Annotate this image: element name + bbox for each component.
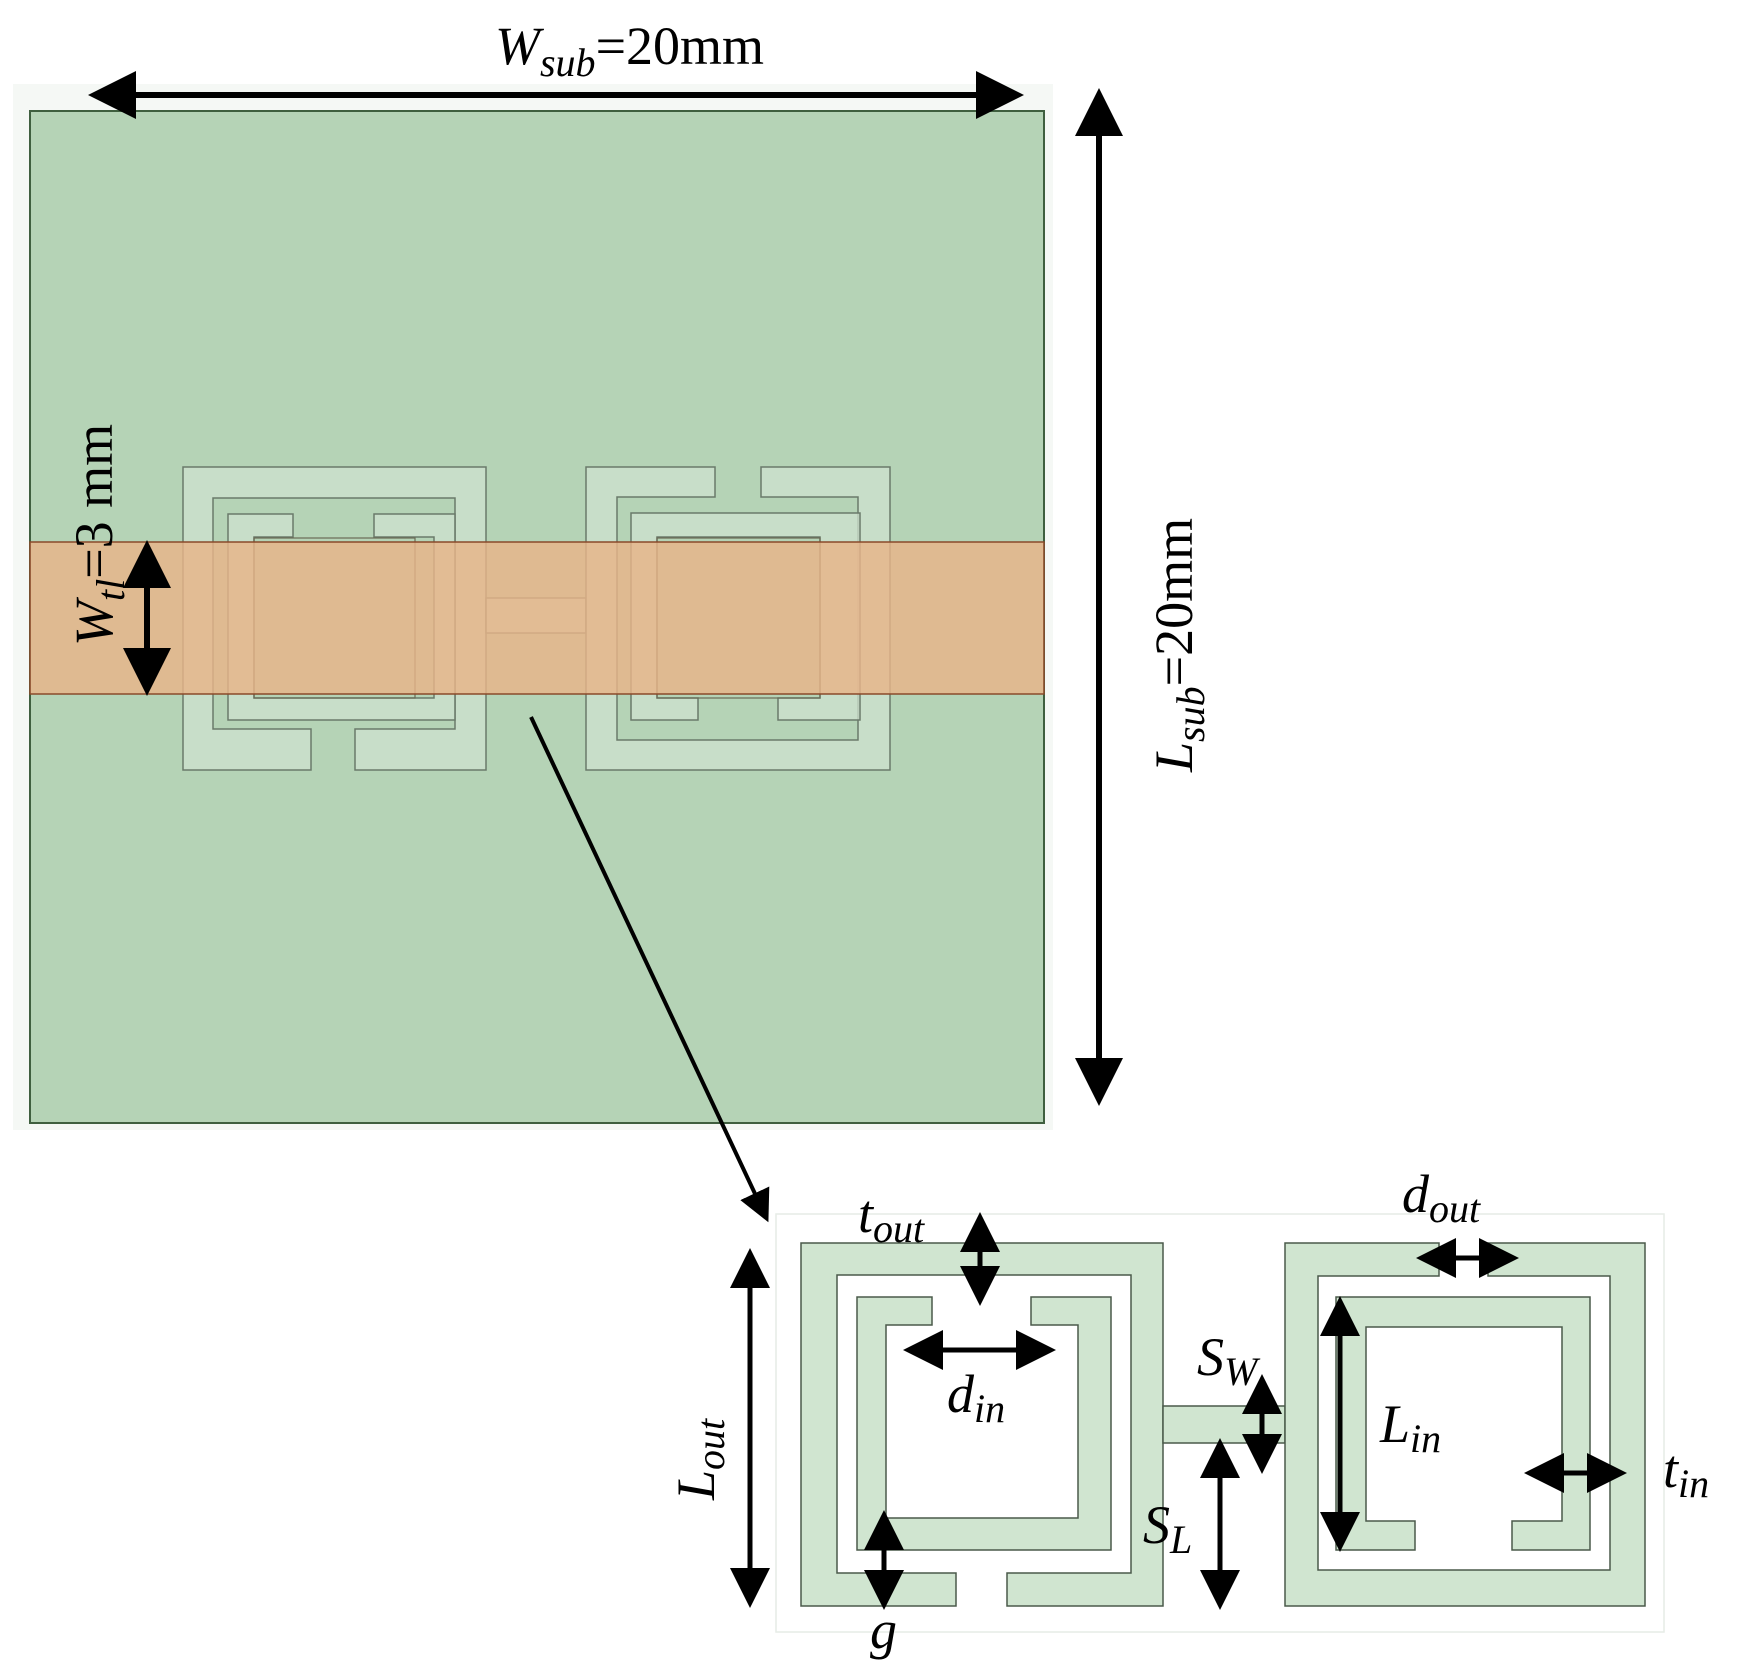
- feed-line: [29, 541, 1045, 695]
- t-in-label: tin: [1663, 1439, 1709, 1506]
- zoom-pointer-arrow: [529, 716, 770, 1223]
- l-out-label: Lout: [666, 1418, 733, 1501]
- s-l-label: SL: [1143, 1495, 1192, 1562]
- t-out-label: tout: [858, 1184, 925, 1251]
- detail-left-outer-ring: [800, 1242, 1164, 1607]
- g-label: g: [870, 1600, 897, 1660]
- detail-connecting-strip: [1162, 1405, 1286, 1444]
- d-out-label: dout: [1402, 1164, 1481, 1231]
- l-in-label: Lin: [1379, 1394, 1441, 1461]
- s-w-label: SW: [1197, 1327, 1261, 1394]
- detail-view: tout dout din Lout Lin SW SL: [666, 1164, 1709, 1660]
- l-sub-label: Lsub=20mm: [1144, 518, 1213, 773]
- w-tl-label: Wtl=3 mm: [64, 424, 133, 646]
- d-in-label: din: [947, 1364, 1005, 1431]
- detail-right-inner-ring: [1335, 1296, 1591, 1551]
- l-sub-dimension: Lsub=20mm: [1075, 88, 1213, 1106]
- w-tl-dimension: Wtl=3 mm: [64, 424, 171, 696]
- w-sub-label: Wsub=20mm: [495, 16, 764, 85]
- w-sub-dimension: Wsub=20mm: [88, 16, 1024, 119]
- transmission-line: [29, 541, 1045, 695]
